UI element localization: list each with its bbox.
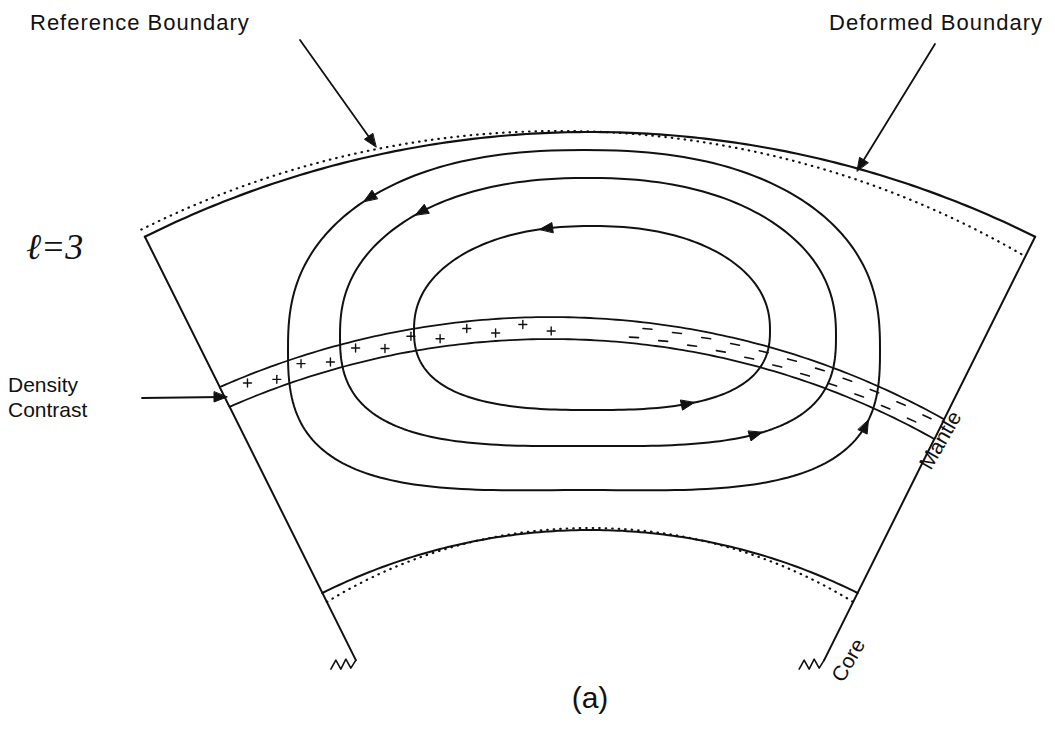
leader-line [142,397,222,398]
plus-sign [384,344,385,352]
break-symbol [331,659,356,669]
leader-arrowhead [214,392,227,402]
reference-boundary [145,132,1035,237]
minus-sign [855,394,863,397]
plus-sign [522,321,523,329]
minus-sign [897,402,905,406]
flow-streamline [288,150,880,490]
flow-arrowhead [364,190,378,201]
flow-arrowhead [748,431,762,441]
boundary-label: Deformed Boundary [829,10,1043,36]
sector-edge [145,237,356,660]
plus-sign [330,358,331,366]
sector-edge [824,237,1035,660]
minus-sign [843,378,852,381]
minus-sign [688,345,697,346]
minus-sign [745,357,754,359]
plus-sign [247,379,248,387]
minus-sign [643,328,652,330]
leader-arrowhead [364,134,376,147]
flow-arrowhead [858,420,868,434]
minus-sign [908,418,916,422]
boundary-label: Reference Boundary [30,10,250,36]
flow-arrowhead [540,223,554,233]
plus-sign [439,335,440,343]
minus-sign [882,406,890,409]
leader-line [860,44,935,166]
leader-line [300,40,374,144]
plus-sign [276,375,277,383]
minus-sign [773,365,782,367]
minus-sign [828,383,837,386]
plus-sign [410,332,411,340]
minus-sign [801,374,810,376]
flow-arrowhead [415,204,429,215]
degree-label: ℓ=3 [26,226,83,269]
core-boundary [322,530,857,593]
plus-sign [550,327,551,335]
minus-sign [716,351,725,352]
leader-arrowhead [857,157,868,171]
minus-sign [630,336,639,338]
band-label: Density Contrast [8,372,118,422]
minus-sign [816,368,825,371]
plus-sign [355,344,356,352]
flow-streamline [340,178,836,446]
plus-sign [466,324,467,332]
minus-sign [659,340,668,342]
plus-sign [495,329,496,337]
minus-sign [731,344,740,346]
flow-arrowhead [680,400,694,410]
break-symbol [799,659,824,669]
minus-sign [672,332,681,335]
minus-sign [788,359,797,361]
minus-sign [923,415,931,419]
panel-label: (a) [572,680,609,716]
flow-streamline [414,226,770,410]
core-deformed-boundary [327,528,853,602]
minus-sign [702,338,711,339]
plus-sign [300,360,301,368]
